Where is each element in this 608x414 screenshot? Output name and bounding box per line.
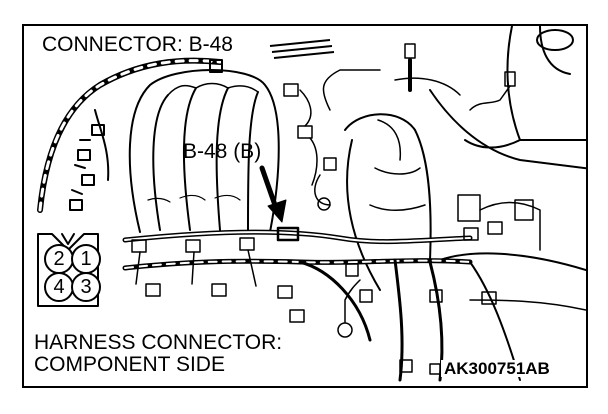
intake-hose bbox=[344, 113, 432, 291]
main-harness bbox=[122, 229, 521, 382]
harness-connectors bbox=[131, 43, 516, 375]
figure-id: AK300751AB bbox=[441, 360, 553, 377]
connector-callout-label: B-48 (B) bbox=[183, 140, 262, 163]
component-side-label: COMPONENT SIDE bbox=[34, 353, 225, 376]
intake-manifold bbox=[128, 69, 280, 233]
pin-4: 4 bbox=[44, 272, 74, 302]
diagram-frame bbox=[22, 24, 588, 388]
strut-tower bbox=[429, 26, 586, 170]
harness-connector-label: HARNESS CONNECTOR: bbox=[34, 331, 283, 354]
pin-2: 2 bbox=[44, 244, 74, 274]
connector-title: CONNECTOR: B-48 bbox=[38, 34, 237, 55]
pointer-arrow bbox=[259, 165, 287, 223]
pin-1: 1 bbox=[71, 244, 101, 274]
pin-3: 3 bbox=[71, 272, 101, 302]
left-harness bbox=[37, 57, 223, 213]
engine-block bbox=[322, 69, 586, 311]
